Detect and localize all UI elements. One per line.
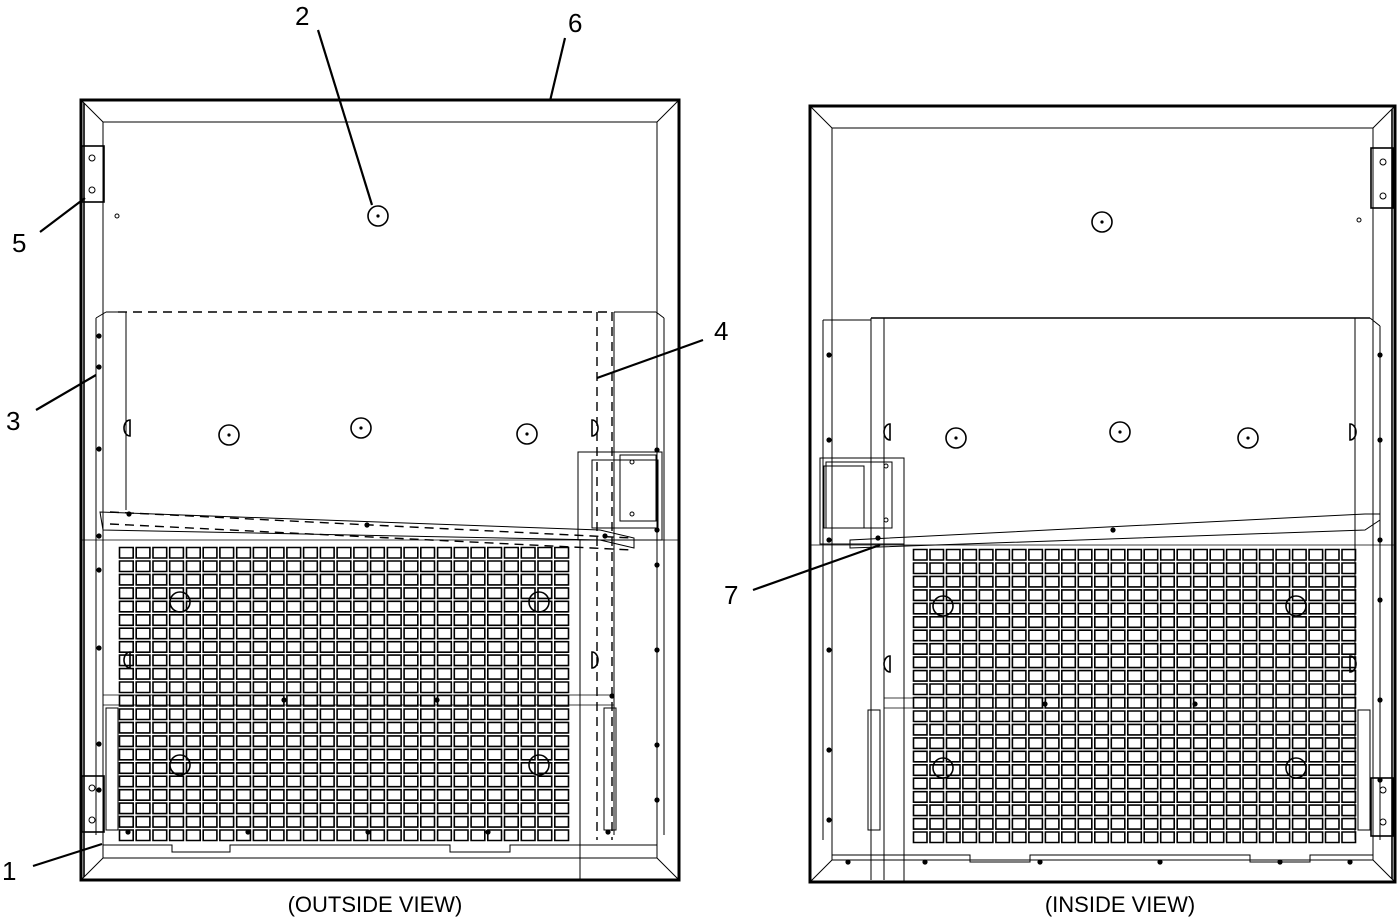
callout-3: 3	[6, 374, 97, 436]
svg-text:1: 1	[2, 856, 16, 886]
frame-bevel	[102, 121, 658, 859]
inside-view-caption: (INSIDE VIEW)	[1045, 892, 1195, 917]
latch-bracket	[577, 451, 663, 541]
svg-text:3: 3	[6, 406, 20, 436]
inside-view-drawing	[808, 104, 1397, 884]
outside-grille	[118, 546, 570, 842]
frame-bevel	[831, 127, 1374, 861]
outside-view-drawing	[79, 98, 681, 882]
outer-frame	[79, 98, 681, 882]
svg-text:2: 2	[295, 1, 309, 31]
top-hinge	[1370, 147, 1394, 209]
svg-text:4: 4	[714, 316, 728, 346]
callout-4: 4	[596, 316, 728, 380]
inside-grille	[912, 548, 1357, 844]
top-hinge	[81, 145, 105, 203]
svg-text:7: 7	[724, 580, 738, 610]
callout-6: 6	[548, 8, 582, 102]
latch-bracket	[819, 457, 905, 545]
svg-text:6: 6	[568, 8, 582, 38]
callout-1: 1	[2, 842, 103, 886]
outside-view-caption: (OUTSIDE VIEW)	[288, 892, 463, 917]
bottom-hinge	[1370, 777, 1394, 837]
bottom-hinge	[81, 775, 105, 833]
callout-5: 5	[12, 197, 86, 258]
callout-2: 2	[295, 1, 374, 206]
callout-7: 7	[724, 543, 881, 610]
upper-fastener	[367, 205, 389, 227]
svg-text:5: 5	[12, 228, 26, 258]
outer-frame	[808, 104, 1397, 884]
